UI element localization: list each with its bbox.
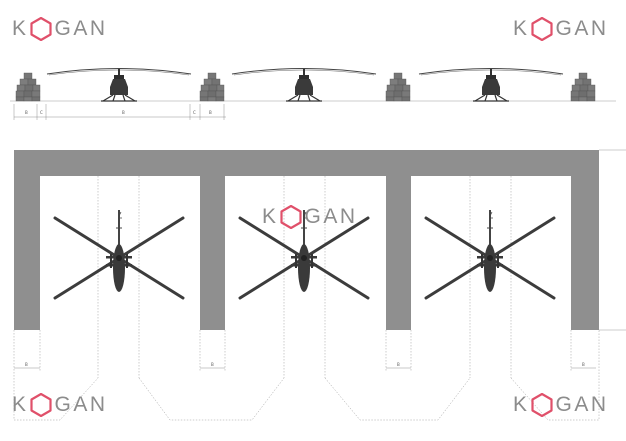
hexagon-logo-icon bbox=[29, 393, 52, 417]
dimension-label: B bbox=[397, 362, 400, 367]
dimension-label: B bbox=[25, 110, 28, 115]
elevation-view: B C B C B bbox=[10, 67, 616, 120]
partition-wall bbox=[386, 150, 411, 330]
dimension-label: B bbox=[122, 110, 125, 115]
hexagon-logo-icon bbox=[29, 17, 52, 41]
logo-letters: GAN bbox=[54, 393, 108, 416]
logo-letter-k: K bbox=[12, 393, 29, 416]
helicopter-side-icon bbox=[231, 67, 377, 102]
dimension-label: C bbox=[40, 110, 43, 115]
partition-wall bbox=[14, 150, 40, 330]
logo-letters: GAN bbox=[304, 205, 358, 228]
kogan-logo: K GAN bbox=[12, 393, 108, 417]
hexagon-logo-icon bbox=[279, 205, 302, 229]
apron-guides bbox=[13, 176, 600, 421]
logo-letters: GAN bbox=[555, 17, 609, 40]
hexagon-logo-icon bbox=[530, 17, 553, 41]
helicopter-side-icon bbox=[46, 67, 192, 102]
hangar-walls bbox=[14, 150, 599, 330]
partition-wall bbox=[200, 150, 225, 330]
logo-letter-k: K bbox=[513, 393, 530, 416]
logo-letter-k: K bbox=[12, 17, 29, 40]
kogan-logo: K GAN bbox=[513, 17, 609, 41]
container-stack-icon bbox=[385, 72, 411, 102]
helicopter-top-icon bbox=[424, 208, 556, 300]
plan-view: B B B B bbox=[13, 149, 626, 421]
logo-letter-k: K bbox=[513, 17, 530, 40]
container-stack-icon bbox=[199, 72, 225, 102]
kogan-logo: K GAN bbox=[262, 205, 358, 229]
helicopter-top-icon bbox=[53, 208, 185, 300]
kogan-logo: K GAN bbox=[12, 17, 108, 41]
dimension-chain bbox=[13, 104, 226, 120]
back-wall bbox=[14, 150, 599, 176]
dimension-label: B bbox=[211, 362, 214, 367]
logo-letters: GAN bbox=[54, 17, 108, 40]
partition-wall bbox=[571, 150, 599, 330]
logo-letters: GAN bbox=[555, 393, 609, 416]
container-stack-icon bbox=[570, 72, 596, 102]
helicopter-side-icon bbox=[418, 67, 564, 102]
dimension-label: C bbox=[193, 110, 196, 115]
dimension-label: B bbox=[25, 362, 28, 367]
kogan-logo: K GAN bbox=[513, 393, 609, 417]
hexagon-logo-icon bbox=[530, 393, 553, 417]
dimension-label: B bbox=[209, 110, 212, 115]
dimension-label: B bbox=[582, 362, 585, 367]
container-stack-icon bbox=[15, 72, 41, 102]
logo-letter-k: K bbox=[262, 205, 279, 228]
